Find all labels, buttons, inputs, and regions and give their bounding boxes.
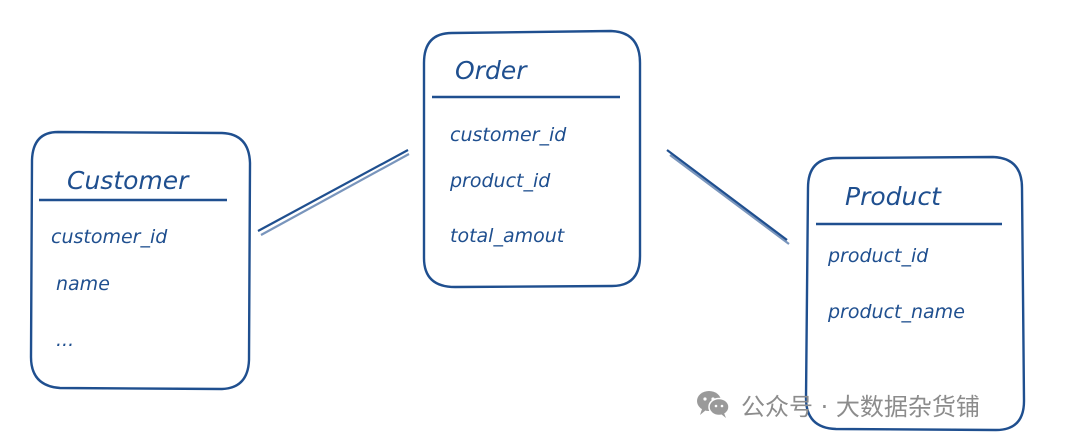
entity-field: name <box>56 273 110 295</box>
entity-order-box <box>422 29 642 289</box>
watermark-text: 公众号 · 大数据杂货铺 <box>741 392 980 421</box>
entity-product[interactable]: Product product_id product_name <box>804 155 1026 432</box>
entity-field: customer_id <box>51 226 168 248</box>
entity-customer[interactable]: Customer customer_id name ... <box>29 130 252 391</box>
entity-order-title: Order <box>455 56 528 85</box>
relationship-order-product <box>666 149 790 245</box>
entity-field: product_name <box>827 301 965 323</box>
relationship-customer-order <box>257 149 410 236</box>
entity-order[interactable]: Order customer_id product_id total_amout <box>422 29 642 289</box>
entity-customer-box <box>29 130 252 391</box>
entity-product-box <box>804 155 1026 432</box>
watermark: 公众号 · 大数据杂货铺 <box>695 386 980 422</box>
entity-field: product_id <box>827 245 929 267</box>
entity-product-title: Product <box>845 182 942 211</box>
wechat-icon <box>697 391 730 418</box>
entity-field: product_id <box>449 170 551 192</box>
entity-field: total_amout <box>450 225 566 247</box>
entity-field: ... <box>56 329 74 351</box>
entity-field: customer_id <box>450 124 567 146</box>
entity-customer-title: Customer <box>67 166 190 195</box>
